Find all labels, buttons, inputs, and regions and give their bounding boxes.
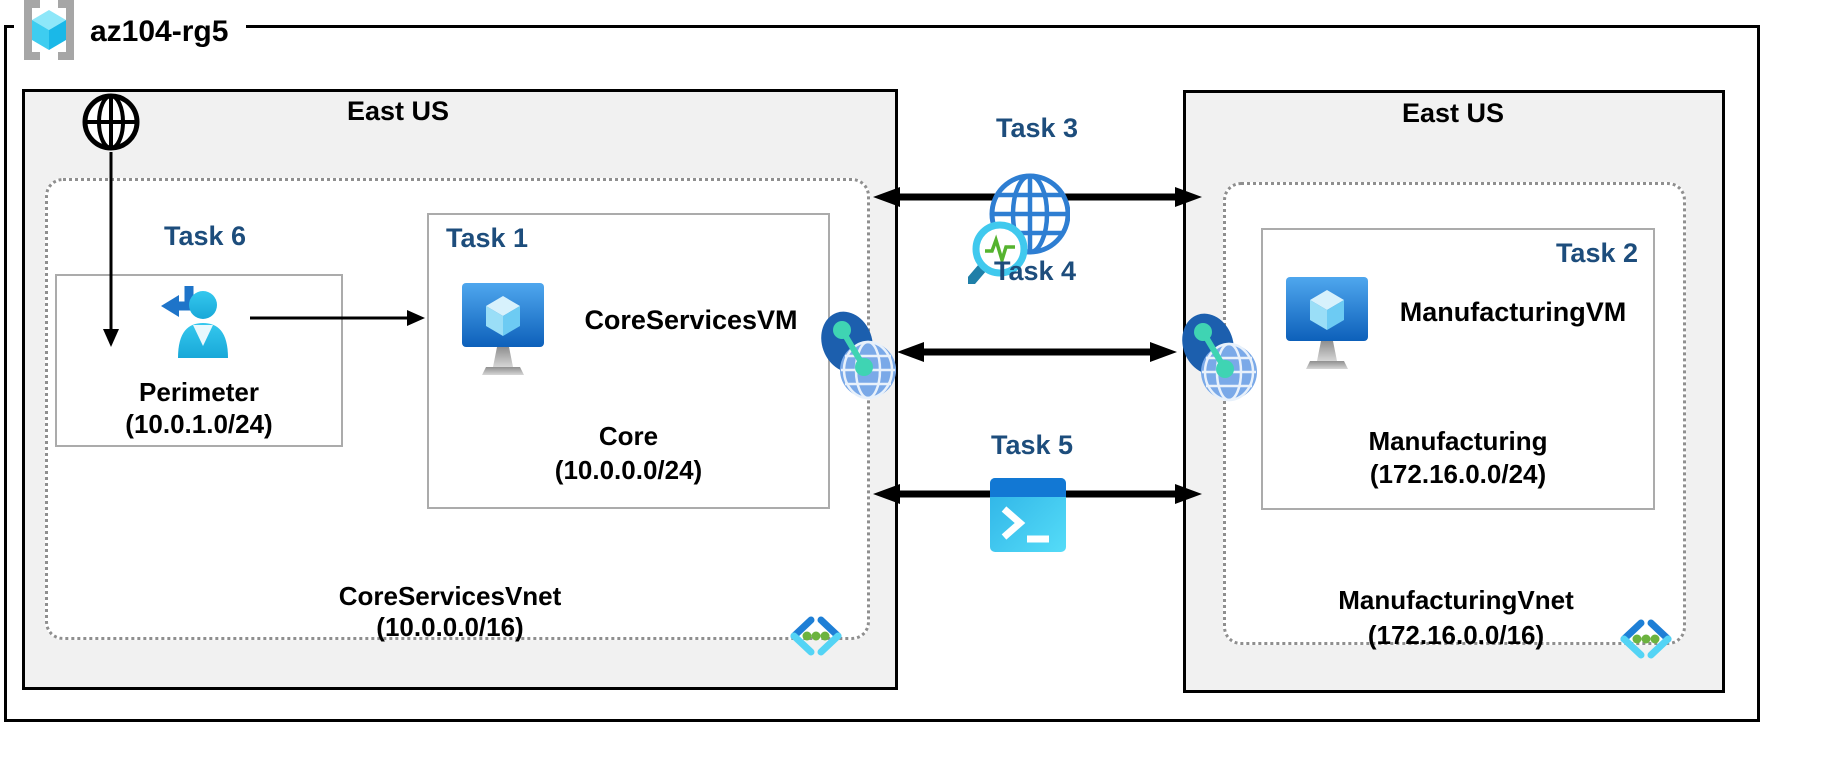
manufacturing-vm-name: ManufacturingVM: [1399, 297, 1627, 327]
vnet-left-cidr: (10.0.0.0/16): [376, 612, 524, 642]
region-left-title: East US: [346, 96, 450, 126]
vnet-right-name: ManufacturingVnet: [1338, 585, 1574, 615]
vnet-left-name: CoreServicesVnet: [338, 581, 562, 611]
subnet-manufacturing-cidr: (172.16.0.0/24): [1369, 459, 1547, 489]
vnet-right-cidr: (172.16.0.0/16): [1367, 620, 1545, 650]
subnet-core-name: Core: [598, 421, 659, 451]
cloud-shell-icon: [990, 478, 1066, 557]
subnet-perimeter-box: Perimeter (10.0.1.0/24): [55, 274, 343, 447]
vnet-peering-icon-right: [1181, 311, 1259, 410]
task6-label: Task 6: [163, 221, 247, 251]
subnet-manufacturing-name: Manufacturing: [1368, 426, 1548, 456]
vnet-peering-icon-left: [820, 309, 898, 408]
subnet-core-box: Task 1 Core (10.0.0.0/24): [427, 213, 830, 509]
task4-label: Task 4: [993, 256, 1077, 286]
subnet-manufacturing-box: Task 2 Manufacturing (172.16.0.0/24): [1261, 228, 1655, 510]
subnet-core-cidr: (10.0.0.0/24): [554, 455, 703, 485]
resource-group-icon: [18, 0, 80, 66]
core-vm-name: CoreServicesVM: [584, 305, 798, 335]
task2-label: Task 2: [1555, 238, 1638, 268]
manufacturing-vm-icon: [1286, 277, 1368, 378]
virtual-network-icon-right: [1617, 616, 1675, 667]
task5-label: Task 5: [990, 430, 1074, 460]
task3-label: Task 3: [995, 113, 1079, 143]
perimeter-user-icon: [155, 280, 233, 365]
task1-label: Task 1: [446, 223, 529, 253]
subnet-perimeter-cidr: (10.0.1.0/24): [125, 409, 273, 439]
resource-group-label: az104-rg5: [90, 15, 229, 48]
resource-group-box: [4, 25, 1760, 722]
subnet-perimeter-name: Perimeter: [139, 377, 259, 407]
virtual-network-icon-left: [787, 613, 845, 664]
resource-group-header: az104-rg5: [14, 0, 247, 66]
internet-icon: [81, 92, 141, 157]
region-right-title: East US: [1401, 98, 1505, 128]
core-vm-icon: [462, 283, 544, 384]
